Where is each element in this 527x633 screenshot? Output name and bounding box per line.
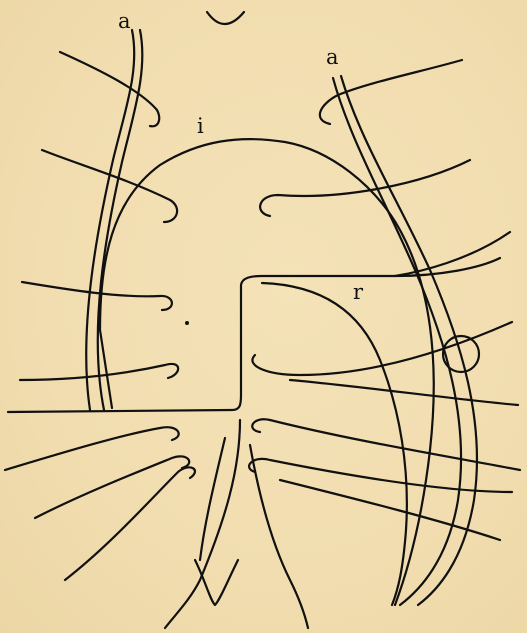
- label-r: r: [353, 280, 364, 304]
- label-a-right: a: [326, 45, 339, 69]
- right-ribs: [249, 60, 520, 540]
- lower-branches: [165, 420, 308, 628]
- small-dot: [185, 321, 189, 325]
- label-a-left: a: [118, 9, 131, 33]
- base-connector: [8, 258, 500, 412]
- top-notch: [207, 12, 244, 24]
- left-vessel-a: [86, 30, 142, 410]
- label-i: i: [197, 114, 204, 138]
